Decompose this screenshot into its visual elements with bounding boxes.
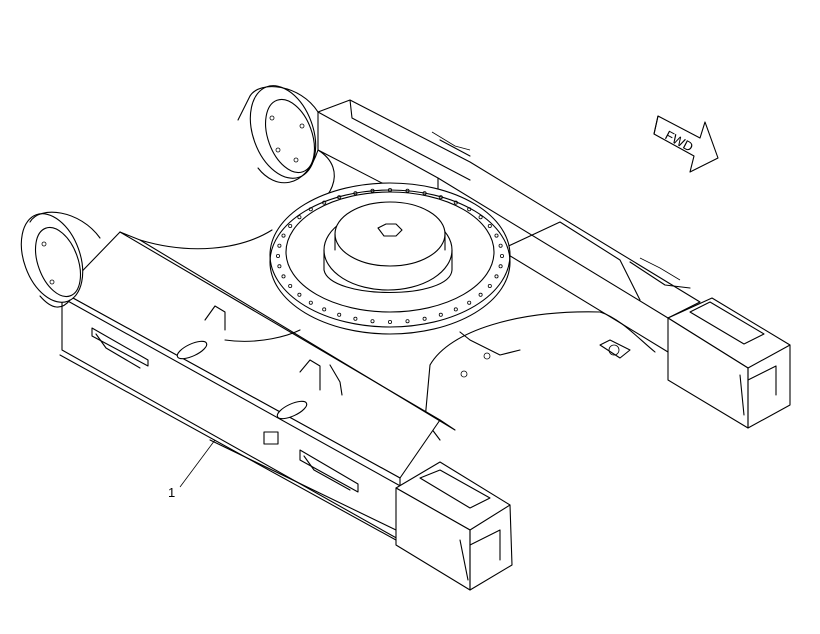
bolt-hole (422, 316, 427, 321)
bolt-hole (387, 319, 392, 324)
callout-1: 1 (168, 439, 216, 500)
bolt-hole (308, 207, 313, 212)
bolt-hole (370, 188, 375, 193)
bolt-hole (478, 292, 483, 297)
bolt-hole (494, 233, 499, 238)
bolt-hole (308, 300, 313, 305)
bolt-hole (288, 283, 293, 288)
bolt-hole (353, 191, 358, 196)
bolt-hole (467, 207, 472, 212)
callout-1-label: 1 (168, 485, 175, 500)
bearing-bolt-holes (275, 187, 504, 324)
bolt-hole (438, 195, 443, 200)
bolt-hole (387, 187, 392, 192)
bolt-hole (499, 253, 504, 258)
far-sprocket-end (667, 297, 791, 429)
bolt-hole (337, 195, 342, 200)
swing-bearing-ring (269, 182, 511, 335)
bolt-hole (487, 283, 492, 288)
bolt-hole (498, 243, 503, 248)
bolt-hole (277, 243, 282, 248)
bolt-hole (478, 215, 483, 220)
near-idler-yoke (20, 211, 101, 308)
bolt-hole (337, 312, 342, 317)
bolt-hole (288, 223, 293, 228)
bolt-hole (322, 200, 327, 205)
bolt-hole (353, 316, 358, 321)
bolt-hole (297, 215, 302, 220)
bolt-hole (422, 191, 427, 196)
bolt-hole (405, 188, 410, 193)
bolt-hole (453, 200, 458, 205)
bolt-hole (277, 264, 282, 269)
near-track-frame-rail (59, 231, 456, 546)
bolt-hole (405, 319, 410, 324)
far-idler-yoke (237, 85, 319, 184)
bolt-hole (453, 307, 458, 312)
bolt-hole (281, 274, 286, 279)
bolt-hole (297, 292, 302, 297)
far-track-frame-rail (317, 99, 701, 353)
forward-direction-arrow: FWD (653, 115, 719, 173)
bolt-hole (487, 223, 492, 228)
bolt-hole (467, 300, 472, 305)
bolt-hole (438, 312, 443, 317)
near-sprocket-end (395, 461, 513, 591)
bolt-hole (494, 274, 499, 279)
bolt-hole (370, 319, 375, 324)
bolt-hole (275, 253, 280, 258)
bolt-hole (322, 307, 327, 312)
fwd-label: FWD (663, 127, 696, 154)
bolt-hole (498, 264, 503, 269)
bolt-hole (281, 233, 286, 238)
